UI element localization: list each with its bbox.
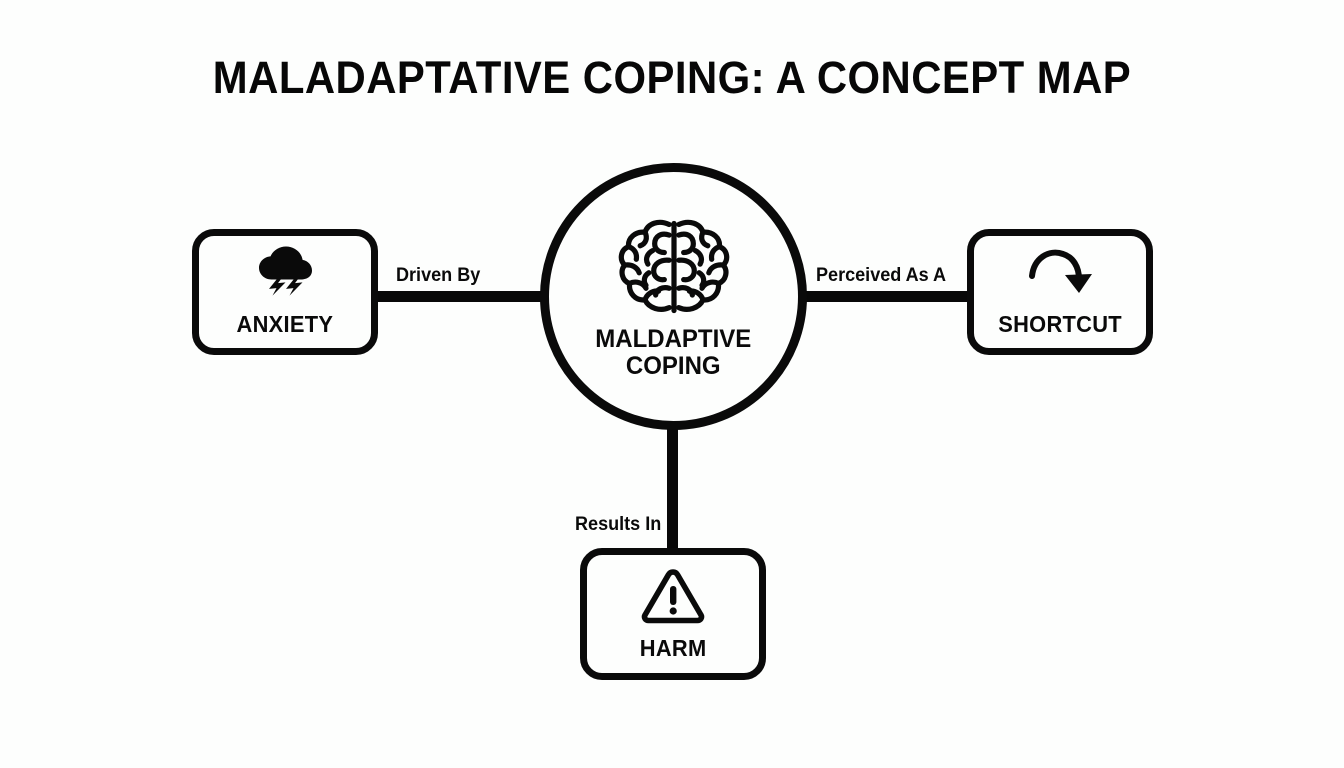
brain-icon — [618, 219, 729, 313]
node-harm[interactable]: HARM — [580, 548, 766, 680]
connector-line-harm — [667, 420, 678, 555]
page-title: MALADAPTATIVE COPING: A CONCEPT MAP — [212, 52, 1132, 103]
node-maladaptive-coping-label-line1: MALDAPTIVE — [595, 324, 752, 353]
connector-line-anxiety — [372, 291, 552, 302]
edge-label-driven-by: Driven By — [396, 265, 481, 286]
connector-line-shortcut — [793, 291, 974, 302]
node-anxiety[interactable]: ANXIETY — [192, 229, 378, 355]
node-shortcut[interactable]: SHORTCUT — [967, 229, 1153, 355]
edge-label-results-in: Results In — [575, 514, 662, 535]
node-anxiety-label: ANXIETY — [236, 311, 334, 337]
node-shortcut-label: SHORTCUT — [998, 311, 1122, 337]
node-maladaptive-coping[interactable]: MALDAPTIVE COPING — [540, 163, 807, 430]
node-maladaptive-coping-label: MALDAPTIVE COPING — [595, 324, 752, 380]
node-maladaptive-coping-label-line2: COPING — [626, 351, 721, 380]
curved-arrow-icon — [1029, 249, 1092, 293]
storm-cloud-lightning-icon — [259, 246, 312, 296]
edge-label-perceived-as-a: Perceived As A — [816, 265, 947, 286]
node-harm-label: HARM — [639, 634, 707, 661]
warning-triangle-icon — [641, 568, 705, 623]
